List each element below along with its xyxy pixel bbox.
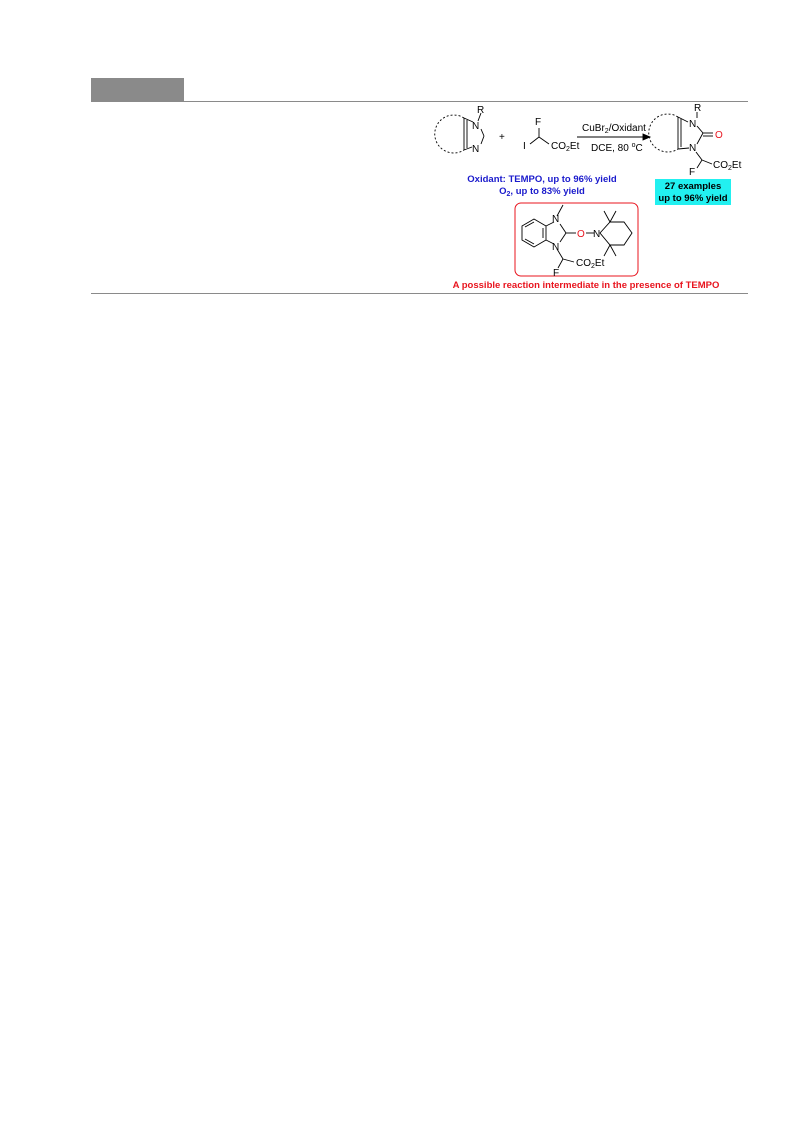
reactant2-i-label: I bbox=[523, 141, 526, 152]
oxidant-line-2: O2, up to 83% yield bbox=[499, 186, 585, 198]
intermediate-n3-label: N bbox=[552, 242, 559, 253]
product-n3-label: N bbox=[689, 143, 696, 154]
intermediate-co2et-label: CO2Et bbox=[576, 258, 605, 270]
reactant1-n1-label: N bbox=[472, 121, 479, 132]
examples-line-2: up to 96% yield bbox=[658, 193, 727, 204]
reactant1-n3-label: N bbox=[472, 144, 479, 155]
examples-line-1: 27 examples bbox=[665, 181, 722, 192]
reactant2-co2et-label: CO2Et bbox=[551, 141, 580, 153]
dashed-ring-reactant bbox=[434, 114, 465, 154]
oxidant-line-1: Oxidant: TEMPO, up to 96% yield bbox=[467, 174, 617, 185]
reactant1-r-label: R bbox=[477, 105, 484, 116]
bottom-rule bbox=[91, 293, 748, 294]
dashed-ring-product bbox=[648, 113, 679, 153]
reactant2-f-label: F bbox=[535, 117, 541, 128]
section-tab bbox=[91, 78, 184, 102]
product-n1-label: N bbox=[689, 119, 696, 130]
examples-box bbox=[655, 179, 731, 205]
reaction-scheme: R N N + F I CO2Et CuBr2/Oxidant DCE, 80 … bbox=[434, 103, 742, 291]
intermediate-npip-label: N bbox=[593, 229, 600, 240]
condition-below: DCE, 80 oC bbox=[591, 142, 643, 154]
product-f-label: F bbox=[689, 167, 695, 178]
intermediate-f-label: F bbox=[553, 268, 559, 279]
intermediate-caption: A possible reaction intermediate in the … bbox=[453, 280, 720, 291]
condition-above: CuBr2/Oxidant bbox=[582, 123, 646, 135]
intermediate-n1-label: N bbox=[552, 214, 559, 225]
intermediate-box bbox=[514, 202, 639, 277]
product-o-label: O bbox=[715, 130, 723, 141]
top-rule bbox=[91, 101, 748, 102]
intermediate-o-label: O bbox=[577, 229, 585, 240]
product-r-label: R bbox=[694, 103, 701, 114]
product-co2et-label: CO2Et bbox=[713, 160, 742, 172]
plus-sign: + bbox=[499, 132, 505, 143]
